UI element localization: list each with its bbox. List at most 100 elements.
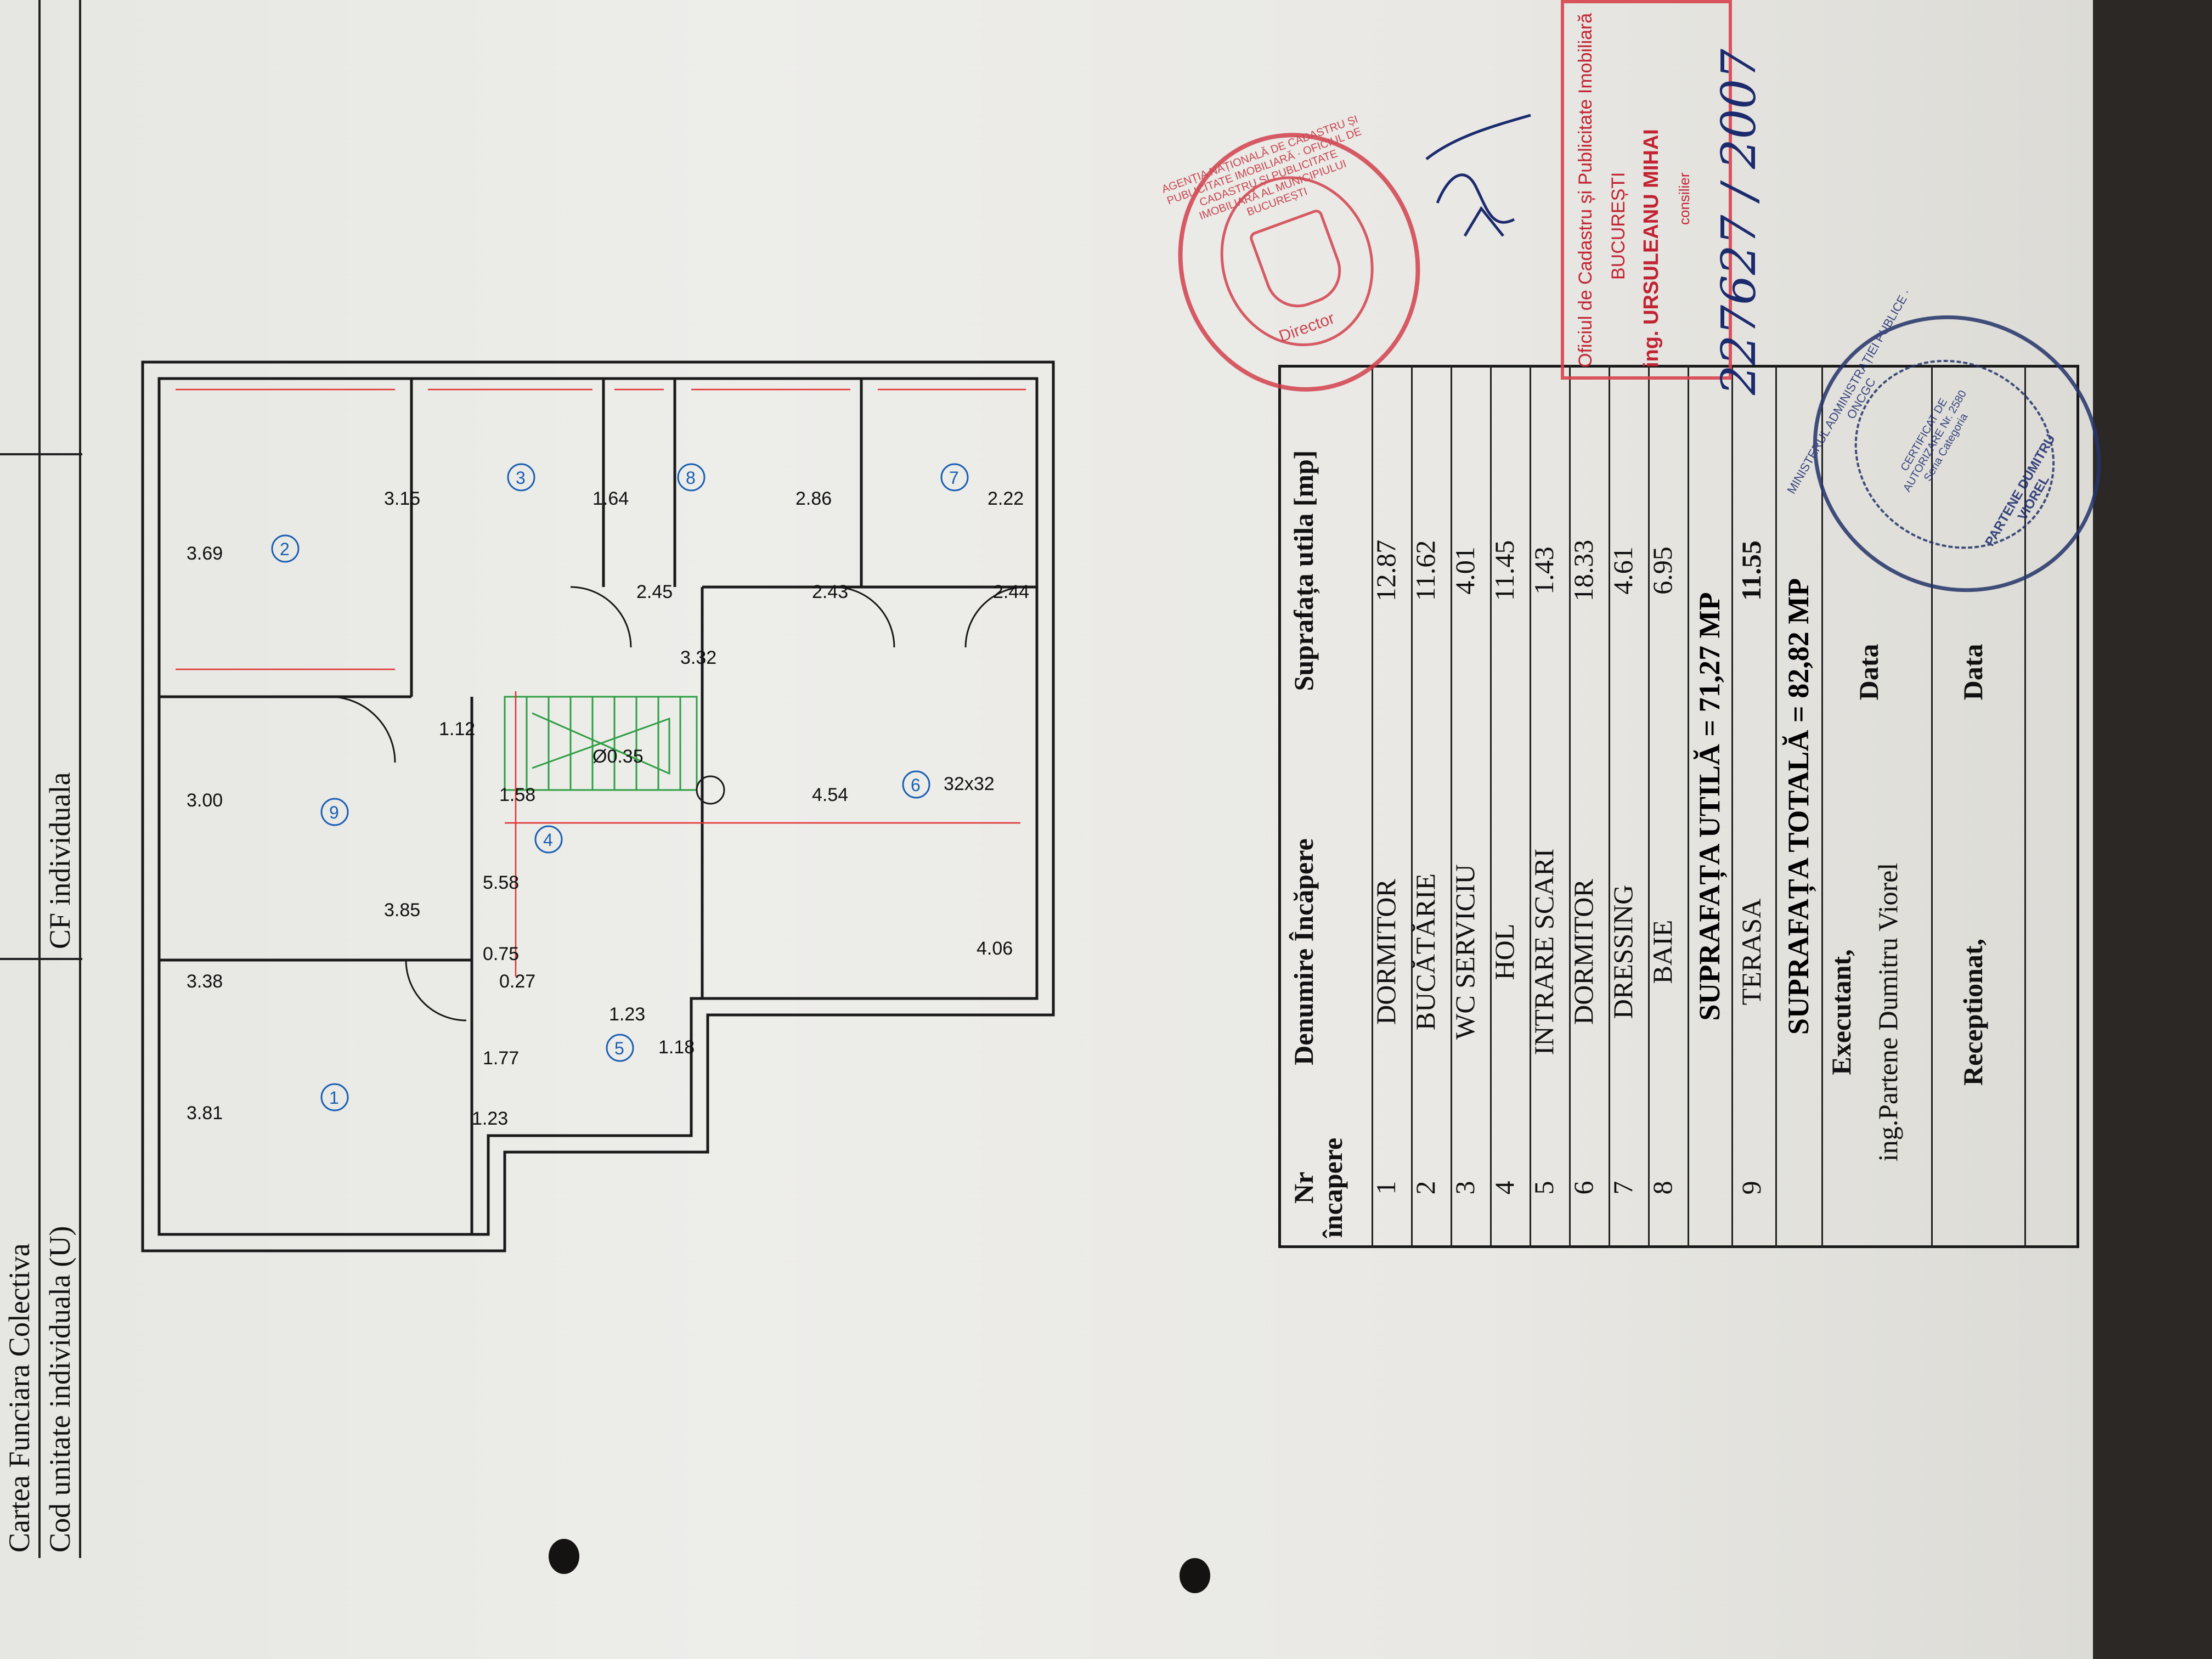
- row-nr: 7: [1607, 1181, 1638, 1195]
- ocpi-stamp-text: Oficiul de Cadastru și Publicitate Imobi…: [1569, 5, 1701, 368]
- dim-label: 32x32: [944, 774, 995, 794]
- row-name: INTRARE SCARI: [1528, 848, 1559, 1056]
- stair: [504, 696, 698, 791]
- punch-hole-top: [549, 1539, 579, 1574]
- header-divider: [0, 453, 82, 455]
- svg-text:1: 1: [329, 1088, 339, 1108]
- header-nr: Nr încapere: [1288, 1137, 1348, 1238]
- ocpi-line: Oficiul de Cadastru și Publicitate Imobi…: [1575, 13, 1596, 368]
- dim-label: 2.86: [795, 488, 832, 509]
- room-marker: 2: [271, 534, 300, 563]
- header-table: Cartea Funciara Colectiva Cod unitate in…: [0, 0, 82, 1558]
- row-nr: 3: [1449, 1181, 1480, 1195]
- header-row-1: Cartea Funciara Colectiva: [0, 0, 41, 1558]
- door-arc: [329, 696, 396, 763]
- table-row: 8 BAIE 6.95: [1647, 365, 1689, 1248]
- dim-label: 2.43: [812, 582, 848, 602]
- row-area: 12.87: [1370, 539, 1401, 602]
- header-cell: Cartea Funciara Colectiva: [3, 1243, 36, 1553]
- cod-unitate-label: Cod unitate individuala (U): [43, 1226, 76, 1553]
- svg-text:7: 7: [949, 468, 959, 488]
- row-area: 11.45: [1489, 540, 1520, 601]
- door-arc: [570, 586, 632, 648]
- row-area: 18.33: [1568, 539, 1599, 602]
- cf-individuala-label: CF individuala: [43, 772, 76, 950]
- dim-label: 3.69: [187, 543, 223, 564]
- row-area: 11.55: [1736, 540, 1767, 601]
- row-nr: 5: [1528, 1181, 1559, 1195]
- row-name: BUCĂTĂRIE: [1410, 873, 1441, 1031]
- receptionat-label: Receptionat,: [1957, 939, 1988, 1086]
- door-arc: [833, 586, 895, 648]
- dim-label: 3.38: [187, 971, 223, 992]
- svg-text:6: 6: [911, 775, 921, 795]
- row-name: DRESSING: [1607, 884, 1638, 1019]
- door-arc: [405, 960, 467, 1022]
- svg-text:9: 9: [329, 803, 339, 822]
- dimension-lines: [176, 388, 1026, 977]
- dim-label: 1.12: [439, 719, 475, 740]
- room-marker: 7: [940, 463, 969, 492]
- svg-text:5: 5: [614, 1039, 624, 1058]
- executant-name: ing.Partene Dumitru Viorel: [1872, 862, 1903, 1162]
- room-marker: 8: [677, 463, 706, 492]
- handwritten-number: 227627 / 2007: [1712, 49, 1767, 395]
- dim-label: 1.58: [499, 785, 535, 805]
- table-row: 7 DRESSING 4.61: [1607, 365, 1650, 1248]
- table-row: 2 BUCĂTĂRIE 11.62: [1410, 365, 1452, 1248]
- row-nr: 8: [1647, 1181, 1678, 1195]
- punch-hole-bottom: [1180, 1558, 1210, 1593]
- stair-steps: [526, 697, 681, 790]
- ocpi-title: consilier: [1676, 172, 1692, 225]
- header-name: Denumire Încăpere: [1288, 838, 1319, 1065]
- dim-label: 2.45: [636, 582, 673, 602]
- row-name: DORMITOR: [1370, 879, 1401, 1025]
- dim-label: 0.75: [483, 944, 519, 964]
- inner-wall: [157, 377, 1039, 1236]
- dim-label: 2.44: [993, 582, 1029, 602]
- svg-text:3: 3: [516, 468, 526, 488]
- row-nr: 6: [1568, 1181, 1599, 1195]
- row-area: 11.62: [1410, 540, 1441, 601]
- row-name: TERASA: [1736, 898, 1767, 1006]
- row-name: HOL: [1489, 923, 1520, 980]
- dim-label: 4.54: [812, 785, 848, 805]
- dim-label: 0.27: [499, 971, 535, 992]
- dim-label: 1.77: [483, 1048, 519, 1069]
- room-marker: 6: [902, 770, 930, 799]
- document-page: Cartea Funciara Colectiva Cod unitate in…: [0, 0, 2152, 1659]
- row-nr: 4: [1489, 1181, 1520, 1195]
- ocpi-stamp: [1561, 0, 1732, 380]
- room-marker: 5: [606, 1034, 634, 1062]
- table-row: 5 INTRARE SCARI 1.43: [1528, 365, 1571, 1248]
- ocpi-line: BUCUREȘTI: [1608, 172, 1629, 280]
- dim-label: 1.64: [592, 488, 629, 509]
- ocpi-name: ing. URSULEANU MIHAI: [1640, 129, 1663, 368]
- header-divider: [0, 958, 82, 960]
- column-circle: [696, 775, 725, 805]
- suprafata-utila-row: SUPRAFAȚA UTILĂ = 71,27 MP: [1688, 365, 1733, 1248]
- room-marker: 4: [534, 825, 563, 854]
- table-header-row: Nr încapere Denumire Încăpere Suprafața …: [1278, 365, 1373, 1248]
- dim-label: 3.85: [384, 900, 420, 921]
- header-area: Suprafața utila [mp]: [1288, 450, 1319, 691]
- table-row: 4 HOL 11.45: [1489, 365, 1531, 1248]
- data-label: Data: [1957, 644, 1988, 701]
- terasa-row: 9 TERASA 11.55: [1731, 365, 1777, 1248]
- svg-text:8: 8: [686, 468, 696, 488]
- room-marker: 1: [320, 1083, 349, 1111]
- svg-text:4: 4: [543, 830, 553, 850]
- signature-icon: [1425, 114, 1531, 237]
- room-marker: 9: [320, 798, 349, 826]
- row-name: WC SERVICIU: [1449, 864, 1480, 1040]
- table-row: 1 DORMITOR 12.87: [1370, 365, 1413, 1248]
- row-name: BAIE: [1647, 919, 1678, 984]
- table-row: 6 DORMITOR 18.33: [1568, 365, 1610, 1248]
- dim-label: 3.15: [384, 488, 420, 509]
- svg-text:2: 2: [280, 539, 290, 559]
- dim-label: 4.06: [977, 938, 1013, 959]
- row-nr: 1: [1370, 1181, 1401, 1195]
- header-row-2: Cod unitate individuala (U) CF individua…: [41, 0, 81, 1558]
- dim-label: 3.32: [680, 647, 716, 668]
- dim-label: 3.81: [187, 1103, 223, 1124]
